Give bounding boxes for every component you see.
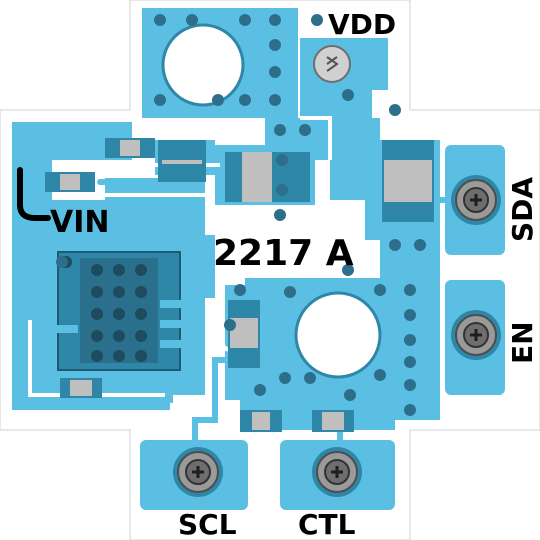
en-screw [451, 310, 501, 360]
via [344, 389, 356, 401]
via [254, 384, 266, 396]
ic-qfn [48, 251, 190, 371]
via [374, 284, 386, 296]
ic-thermal-via [135, 264, 147, 276]
via [154, 14, 166, 26]
vin-hook-mark [17, 167, 51, 221]
ic-thermal-via [113, 308, 125, 320]
via [269, 94, 281, 106]
label-sda: SDA [506, 177, 539, 242]
via [224, 319, 236, 331]
via [342, 89, 354, 101]
via [304, 372, 316, 384]
via [342, 264, 354, 276]
ic-thermal-via [91, 286, 103, 298]
mounting-hole-top [161, 23, 245, 107]
ic-thermal-via [113, 264, 125, 276]
via [154, 94, 166, 106]
trace-scl [192, 357, 233, 443]
ic-thermal-via [113, 350, 125, 362]
via [269, 39, 281, 51]
via [404, 284, 416, 296]
ic-thermal-via [91, 264, 103, 276]
res-r1 [228, 300, 260, 368]
vdd-screw [313, 45, 351, 83]
ic-pins [48, 300, 190, 348]
ic-thermal-via [135, 286, 147, 298]
ic-thermal-via [135, 330, 147, 342]
sda-screw [451, 175, 501, 225]
ic-thermal-via [91, 308, 103, 320]
via [56, 256, 68, 268]
pin-screws [173, 175, 501, 497]
gap-6 [300, 116, 332, 160]
inductor-l1 [225, 152, 310, 202]
ic-thermal-via [113, 286, 125, 298]
cap-c1 [105, 138, 155, 158]
ic-thermal-via [135, 308, 147, 320]
ic-thermal-via [91, 350, 103, 362]
via [239, 14, 251, 26]
via [284, 286, 296, 298]
via [389, 239, 401, 251]
phillips-screw-icon [331, 466, 343, 478]
ic-thermal-via [113, 330, 125, 342]
ic-vias [91, 264, 147, 362]
via [404, 379, 416, 391]
gap-3 [28, 320, 165, 397]
via [274, 209, 286, 221]
via [276, 154, 288, 166]
phillips-screw-icon [192, 466, 204, 478]
vias [56, 14, 426, 416]
via [276, 184, 288, 196]
via [404, 334, 416, 346]
via [389, 104, 401, 116]
via [269, 14, 281, 26]
components [45, 138, 434, 432]
phillips-screw-icon [470, 194, 482, 206]
via [404, 309, 416, 321]
ctl-screw [312, 447, 362, 497]
phillips-screw-icon [470, 329, 482, 341]
cap-c2 [45, 172, 95, 192]
via [269, 66, 281, 78]
cap-c4 [382, 140, 434, 222]
res-r2 [240, 410, 282, 432]
via [299, 124, 311, 136]
via [414, 239, 426, 251]
label-vin: VIN [50, 205, 110, 240]
via [239, 94, 251, 106]
via [404, 356, 416, 368]
mounting-hole-center [294, 291, 382, 379]
via [274, 124, 286, 136]
via [374, 369, 386, 381]
label-ctl: CTL [298, 508, 356, 540]
via [311, 14, 323, 26]
scl-screw [173, 447, 223, 497]
label-vdd: VDD [328, 8, 396, 41]
cap-c5 [60, 378, 102, 398]
via [404, 404, 416, 416]
via [234, 284, 246, 296]
silkscreen: VDD VIN 2217 A SDA EN SCL CTL [17, 8, 539, 540]
ic-thermal-via [135, 350, 147, 362]
cap-c3 [158, 140, 206, 182]
via [212, 94, 224, 106]
label-en: EN [506, 321, 539, 364]
ic-thermal-via [91, 330, 103, 342]
via [186, 14, 198, 26]
res-r3 [312, 410, 354, 432]
via [279, 372, 291, 384]
label-part-number: 2217 A [213, 233, 354, 274]
label-scl: SCL [178, 508, 237, 540]
